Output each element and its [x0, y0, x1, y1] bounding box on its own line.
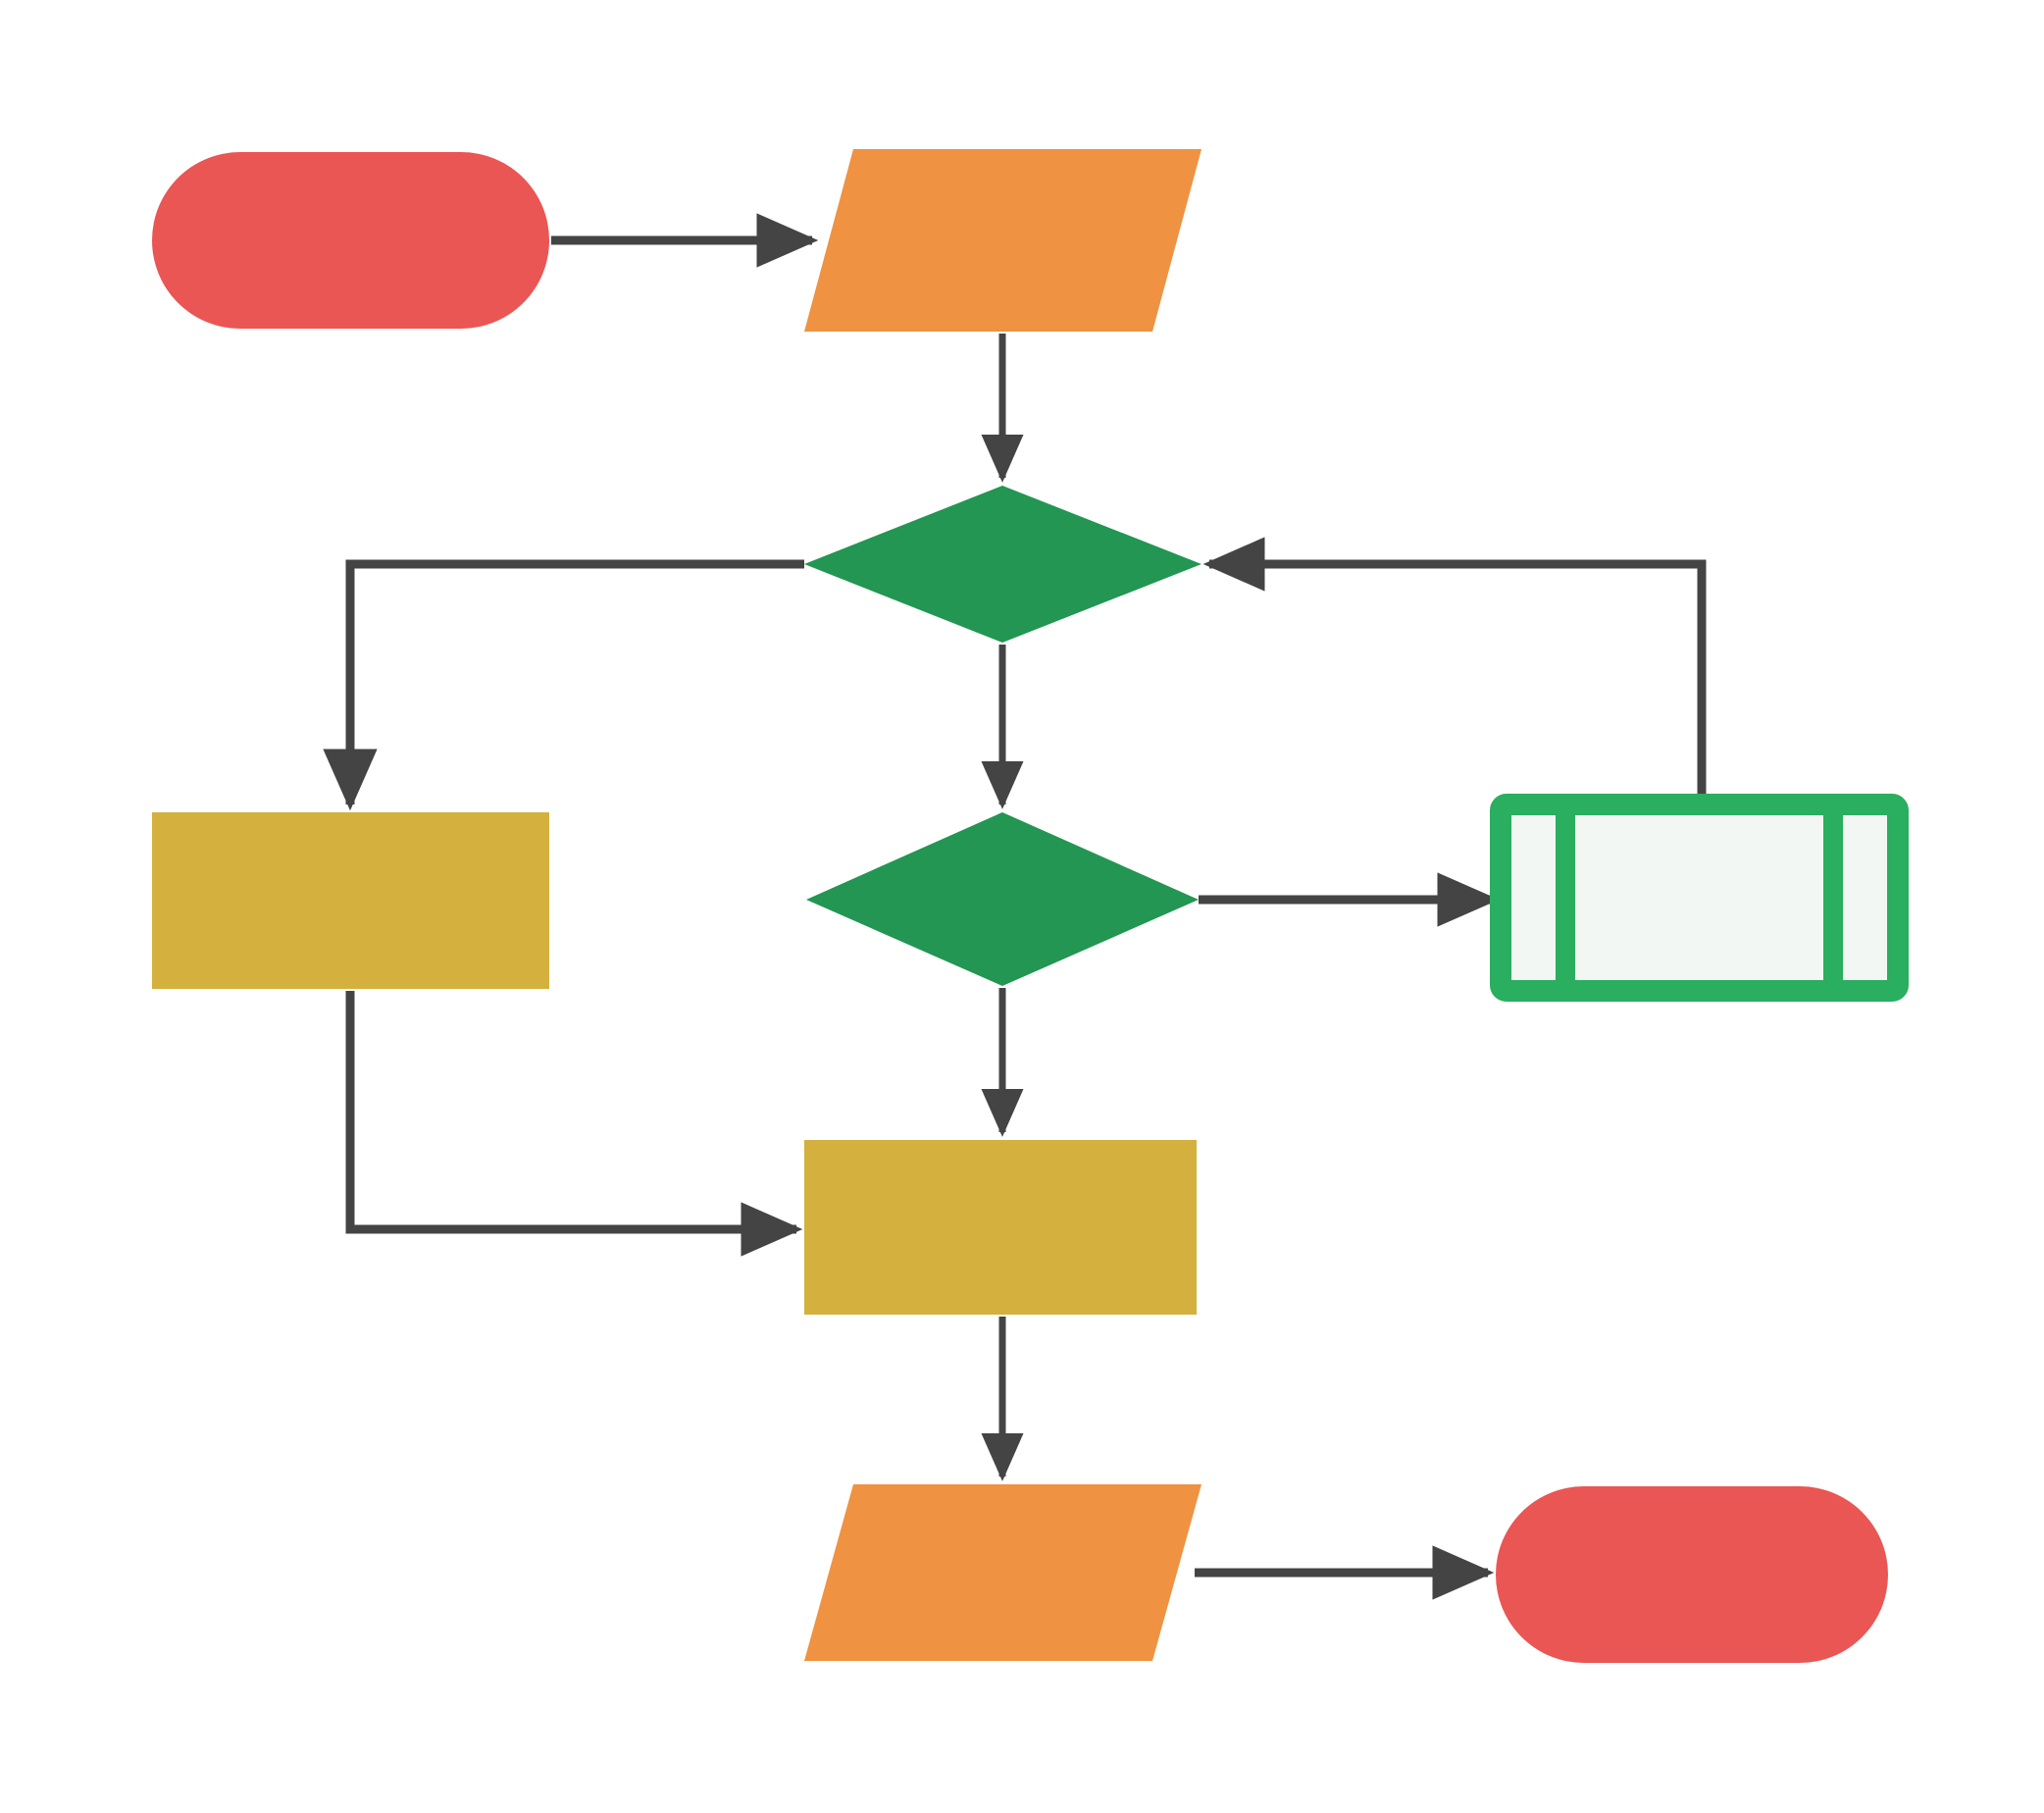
- decision-mid-shape[interactable]: [806, 812, 1199, 986]
- subprocess-outer-shape[interactable]: [1490, 794, 1909, 1002]
- edges-layer: [323, 213, 1707, 1600]
- edge-subprocess-to-decision-top: [1202, 537, 1707, 803]
- end-terminator-shape[interactable]: [1496, 1486, 1888, 1663]
- process-left-shape[interactable]: [152, 812, 549, 989]
- decision-top-shape[interactable]: [804, 486, 1201, 643]
- output-parallelogram-shape[interactable]: [804, 1484, 1201, 1661]
- process-mid-shape[interactable]: [804, 1140, 1197, 1315]
- edge-process-left-to-process-mid: [345, 991, 803, 1257]
- node-input-data[interactable]: [804, 149, 1201, 332]
- node-process-left[interactable]: [152, 812, 549, 989]
- node-decision-top[interactable]: [804, 486, 1201, 643]
- node-start[interactable]: [152, 152, 549, 329]
- node-subprocess-right[interactable]: [1490, 794, 1909, 1002]
- node-end[interactable]: [1496, 1486, 1888, 1663]
- node-output-data[interactable]: [804, 1484, 1201, 1661]
- edge-decision-top-to-process-left: [323, 559, 804, 811]
- input-parallelogram-shape[interactable]: [804, 149, 1201, 332]
- nodes-layer: [152, 149, 1909, 1663]
- node-process-mid[interactable]: [804, 1140, 1197, 1315]
- node-decision-mid[interactable]: [806, 812, 1199, 986]
- start-terminator-shape[interactable]: [152, 152, 549, 329]
